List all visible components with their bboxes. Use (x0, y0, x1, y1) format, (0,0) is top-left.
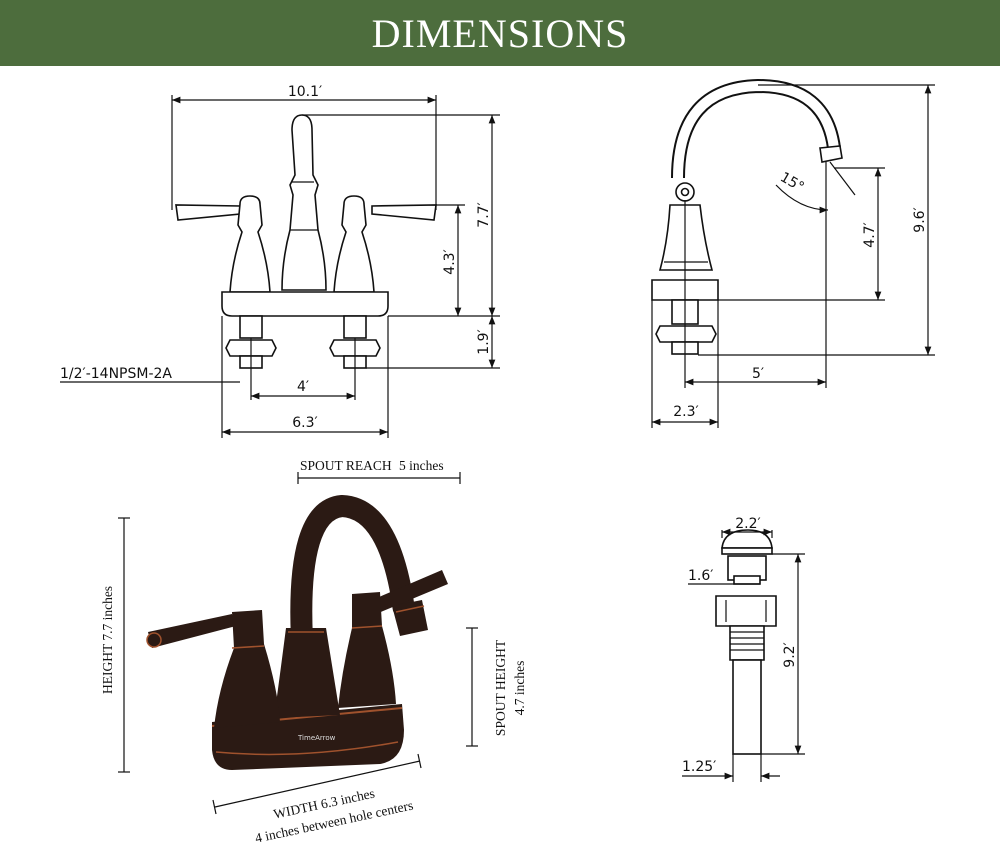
hole-centers-label: 4′ (297, 379, 309, 395)
brand-logo: TimeArrow (297, 734, 336, 742)
base-depth-label: 2.3′ (673, 404, 698, 420)
header-banner: DIMENSIONS (0, 0, 1000, 66)
side-view-faucet (651, 78, 843, 355)
photo-spout-height-label: SPOUT HEIGHT (493, 639, 508, 736)
spout-angle-label: 15° (777, 169, 807, 195)
photo-height-label: HEIGHT 7.7 inches (100, 586, 115, 694)
front-view-dimensions: 10.1′ 7.7′ 4.3′ 1.9′ 1/2′-14NPSM-2A 4′ 6… (60, 84, 500, 438)
drain-view (715, 529, 777, 755)
front-view-faucet (175, 114, 437, 369)
spout-reach-label: 5′ (752, 366, 764, 382)
front-spout-height-label: 4.3′ (442, 249, 458, 274)
svg-text:SPOUT REACH 5 inches: SPOUT REACH 5 inches (300, 458, 444, 473)
drain-stopper-label: 1.6′ (688, 568, 713, 584)
drain-length-label: 9.2′ (782, 642, 798, 667)
photo-spout-height-value: 4.7 inches (512, 661, 527, 716)
front-width-label: 10.1′ (288, 84, 322, 100)
front-shank-label: 1.9′ (476, 329, 492, 354)
thread-spec-label: 1/2′-14NPSM-2A (60, 366, 172, 382)
drain-pipe-label: 1.25′ (682, 759, 716, 775)
base-width-label: 6.3′ (292, 415, 317, 431)
product-photo: SPOUT REACH 5 inches HEIGHT 7.7 inches S… (100, 458, 527, 842)
side-spout-height-label: 4.7′ (862, 222, 878, 247)
page-title: DIMENSIONS (371, 10, 629, 56)
front-height-label: 7.7′ (476, 202, 492, 227)
faucet-photo: TimeArrow (146, 494, 448, 770)
photo-spout-reach-value: 5 inches (399, 458, 444, 473)
drain-cap-label: 2.2′ (735, 516, 760, 532)
photo-spout-reach-label: SPOUT REACH (300, 458, 392, 473)
drain-dimensions: 2.2′ 1.6′ 9.2′ 1.25′ (682, 516, 805, 782)
side-total-height-label: 9.6′ (912, 207, 928, 232)
side-view-dimensions: 15° 4.7′ 9.6′ 5′ 2.3′ (651, 84, 935, 428)
